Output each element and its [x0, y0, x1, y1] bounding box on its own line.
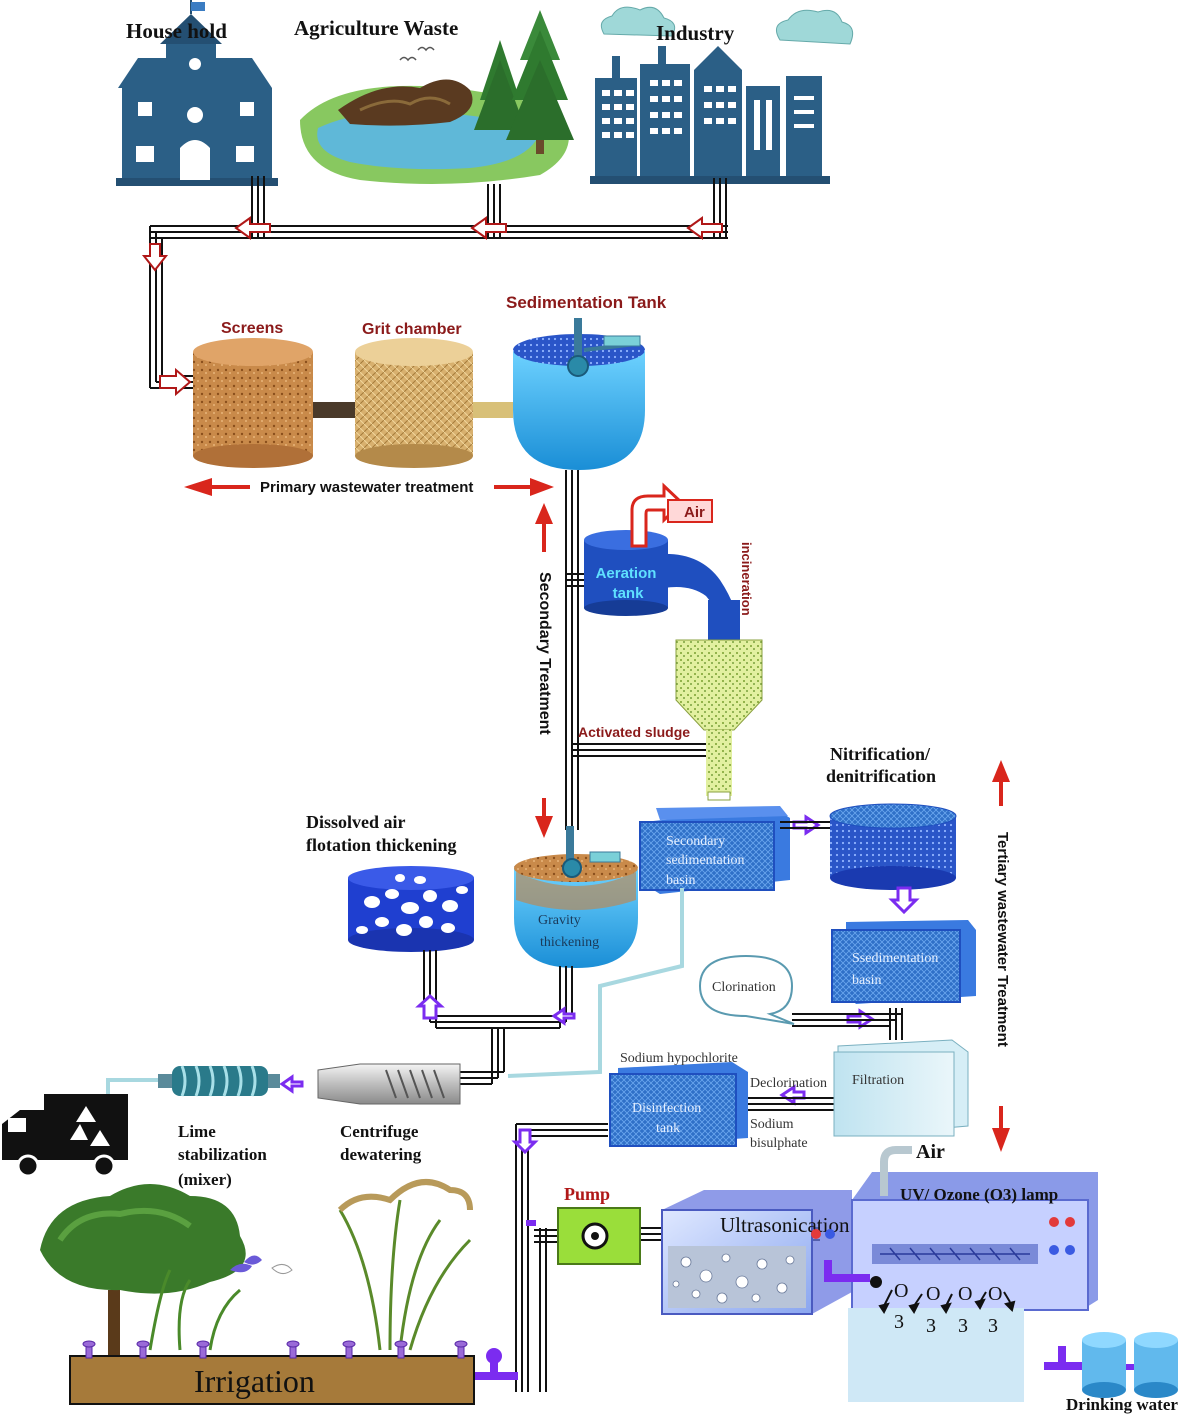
declorination-label: Declorination	[750, 1076, 827, 1091]
grit-chamber-tank	[355, 338, 473, 468]
tertiary-treatment-label: Tertiary wastewater Treatment	[994, 832, 1011, 1047]
air-label-reuse: Air	[916, 1141, 945, 1163]
nitrification-tank	[829, 803, 957, 890]
ssedimentation-basin	[831, 920, 976, 1004]
drinking-water-label: Drinking water	[1066, 1395, 1178, 1414]
ozone-o-1: O	[894, 1280, 908, 1302]
ozone-o-3: O	[958, 1283, 972, 1305]
secondary-treatment-label: Secondary Treatment	[536, 572, 553, 735]
screens-label: Screens	[221, 320, 283, 337]
sedimentation-tank	[513, 318, 645, 470]
centrifuge-label-1: Centrifuge	[340, 1122, 419, 1141]
sprinklers	[82, 1340, 468, 1359]
grit-chamber-label: Grit chamber	[362, 321, 462, 338]
primary-treatment-label: Primary wastewater treatment	[260, 479, 473, 496]
secondary-sedimentation-basin	[639, 806, 790, 894]
irrigation-plants	[40, 1179, 473, 1358]
screens-tank	[193, 338, 313, 468]
agriculture-label: Agriculture Waste	[294, 16, 458, 40]
industry-label: Industry	[656, 21, 735, 45]
disinfection-tank	[609, 1062, 748, 1147]
sodium-label-1: Sodium	[750, 1117, 794, 1132]
gravity-thickening-tank	[514, 826, 638, 968]
sodium-hypochlorite-label: Sodium hypochlorite	[620, 1051, 738, 1066]
uv-ozone-unit	[811, 1146, 1098, 1402]
sludge-flow-arrows	[279, 993, 576, 1094]
household-building-icon	[116, 0, 278, 186]
downflow-arrow	[511, 1128, 539, 1155]
uv-ozone-label: UV/ Ozone (O3) lamp	[900, 1185, 1058, 1204]
ozone-o-2: O	[926, 1283, 940, 1305]
tertiary-range-arrows	[992, 760, 1010, 1152]
ozone-3-3: 3	[958, 1315, 968, 1337]
secondary-sed-label-1: Secondary	[666, 834, 725, 849]
gravity-label-1: Gravity	[538, 913, 581, 928]
disinfection-label-1: Disinfection	[632, 1101, 701, 1116]
lime-label-2: stabilization	[178, 1145, 267, 1164]
ssed-label-1: Ssedimentation	[852, 951, 938, 966]
lime-stabilization-mixer	[158, 1065, 280, 1097]
secondary-sed-label-2: sedimentation	[666, 853, 745, 868]
lime-label-1: Lime	[178, 1122, 216, 1141]
valves	[462, 1220, 870, 1380]
agriculture-waste-icon	[300, 10, 574, 184]
clorination-label: Clorination	[712, 980, 776, 995]
ozone-o-4: O	[988, 1283, 1002, 1305]
pump-label: Pump	[564, 1184, 610, 1204]
activated-sludge-hopper	[675, 639, 763, 801]
ozone-3-4: 3	[988, 1315, 998, 1337]
centrifuge-dewatering	[317, 1063, 461, 1105]
grit-connector	[473, 402, 513, 418]
aeration-label-1: Aeration	[596, 565, 657, 582]
air-exhaust-arrow	[630, 482, 713, 548]
household-label: House hold	[126, 19, 227, 43]
dissolved-air-flotation-tank	[348, 866, 474, 952]
disinfection-label-2: tank	[656, 1121, 680, 1136]
incineration-label: incineration	[739, 542, 754, 616]
ozone-3-1: 3	[894, 1311, 904, 1333]
ultrasonication-tank	[661, 1190, 852, 1315]
aeration-label-2: tank	[613, 585, 645, 602]
filtration-tank	[833, 1039, 969, 1137]
nitrification-label-2: denitrification	[826, 766, 936, 786]
secondary-sed-label-3: basin	[666, 873, 696, 888]
ozone-3-2: 3	[926, 1315, 936, 1337]
ssed-label-2: basin	[852, 973, 882, 988]
nitrification-label-1: Nitrification/	[830, 744, 931, 764]
daf-label-2: flotation thickening	[306, 835, 457, 855]
recycling-truck-icon	[2, 1094, 128, 1178]
clorination-tank	[698, 954, 795, 1025]
irrigation-label: Irrigation	[194, 1363, 315, 1399]
primary-range-arrows	[184, 478, 554, 496]
tertiary-pipes	[744, 821, 903, 1111]
air-label-secondary: Air	[684, 504, 705, 521]
sodium-label-2: bisulphate	[750, 1136, 808, 1151]
return-lines	[106, 888, 684, 1096]
drinking-water-tanks	[1044, 1332, 1178, 1398]
centrifuge-label-2: dewatering	[340, 1145, 422, 1164]
flow-arrows-collector	[141, 216, 723, 397]
industry-buildings-icon	[590, 6, 854, 184]
pump-unit	[557, 1207, 641, 1265]
ozone-molecules: O 3 O 3 O 3 O 3	[870, 1276, 1016, 1337]
irrigation-bed	[69, 1355, 475, 1405]
gravity-label-2: thickening	[540, 935, 599, 950]
secondary-range-arrows	[535, 503, 553, 838]
sedimentation-tank-label: Sedimentation Tank	[506, 293, 667, 312]
primary-connector	[313, 402, 355, 418]
aeration-tank	[584, 530, 740, 644]
daf-label-1: Dissolved air	[306, 812, 406, 832]
secondary-pipes	[565, 470, 716, 830]
filtration-label: Filtration	[852, 1073, 904, 1088]
activated-sludge-label: Activated sludge	[578, 724, 690, 740]
lime-label-3: (mixer)	[178, 1170, 232, 1189]
